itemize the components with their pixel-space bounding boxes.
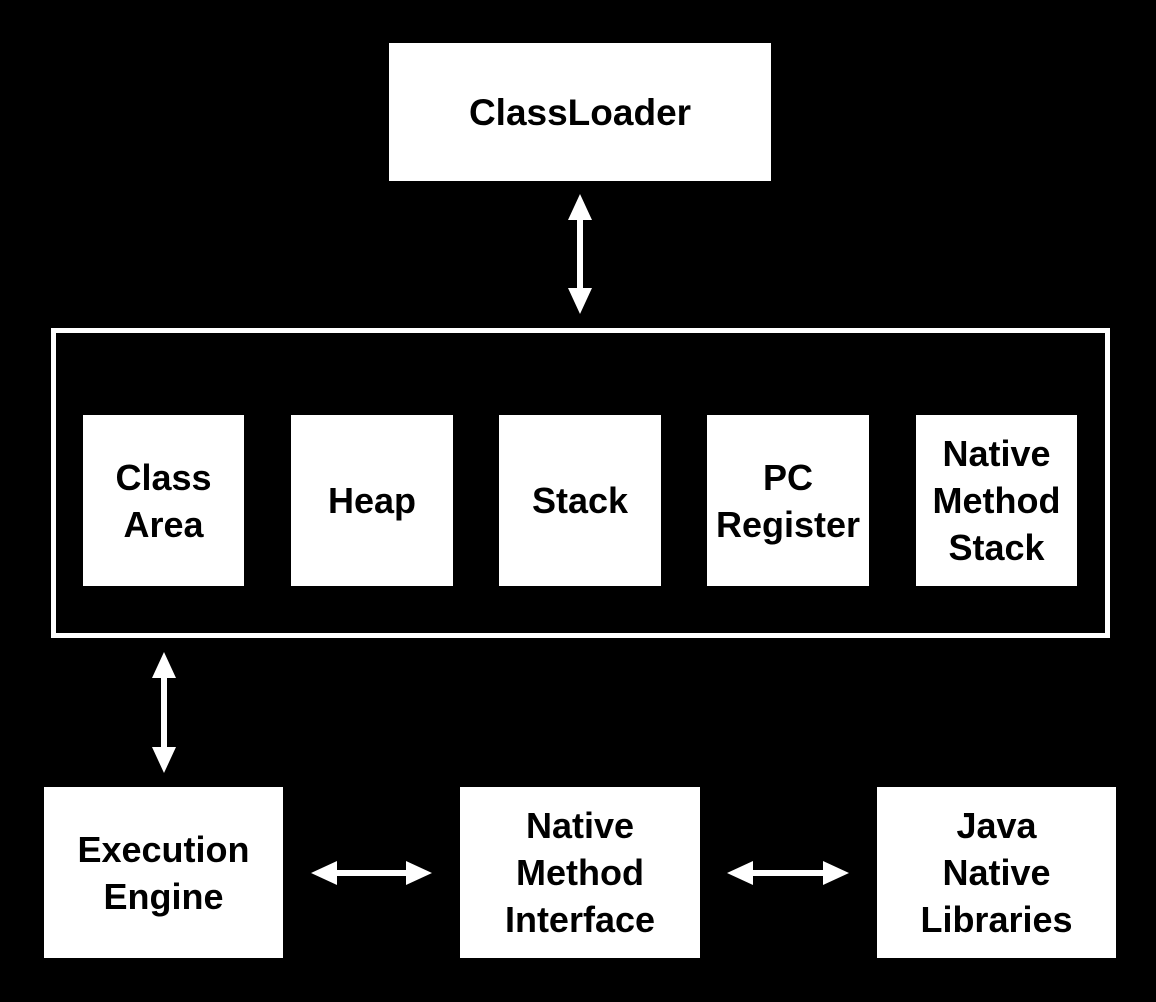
- arrow-nmi-libraries: [727, 861, 849, 885]
- native-method-stack-label: Native Method Stack: [932, 433, 1061, 568]
- arrow-classloader-runtime: [568, 194, 592, 314]
- pc-register-label: PC Register: [715, 456, 861, 545]
- class-area-label: Class Area: [115, 456, 212, 545]
- execution-engine-label: Execution Engine: [77, 828, 250, 917]
- pc-register-box: PC Register: [707, 415, 869, 586]
- native-method-interface-box: Native Method Interface: [460, 787, 700, 958]
- heap-box: Heap: [291, 415, 453, 586]
- classloader-box: ClassLoader: [389, 43, 771, 181]
- arrow-runtime-execution: [152, 652, 176, 773]
- java-native-libraries-box: Java Native Libraries: [877, 787, 1116, 958]
- execution-engine-box: Execution Engine: [44, 787, 283, 958]
- native-method-interface-label: Native Method Interface: [504, 805, 656, 940]
- arrow-execution-nmi: [311, 861, 432, 885]
- runtime-data-areas-container: [51, 328, 1110, 638]
- stack-box: Stack: [499, 415, 661, 586]
- stack-label: Stack: [531, 480, 629, 521]
- heap-label: Heap: [327, 480, 417, 521]
- native-method-stack-box: Native Method Stack: [916, 415, 1077, 586]
- java-native-libraries-label: Java Native Libraries: [920, 805, 1073, 940]
- class-area-box: Class Area: [83, 415, 244, 586]
- classloader-label: ClassLoader: [468, 91, 692, 133]
